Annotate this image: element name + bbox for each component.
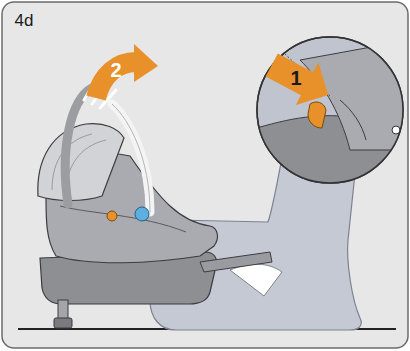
canopy-fold xyxy=(52,134,106,194)
detail-rim xyxy=(257,37,403,183)
arrow-1 xyxy=(260,44,339,116)
canopy xyxy=(38,124,124,201)
figure-step: 4d xyxy=(15,12,34,29)
carry-handle xyxy=(65,88,92,204)
handle-button xyxy=(107,211,117,221)
release-button xyxy=(135,207,149,221)
callout-number: 2 xyxy=(110,60,121,80)
leg-foot xyxy=(54,318,72,328)
handle-ghost xyxy=(112,104,150,212)
arrow-2-head xyxy=(134,44,158,82)
handle-ghost-edge xyxy=(112,104,150,212)
isofix-arm xyxy=(200,252,272,272)
callout-number: 1 xyxy=(290,68,301,88)
shell-edge xyxy=(60,206,186,232)
seat-gap xyxy=(230,264,282,296)
